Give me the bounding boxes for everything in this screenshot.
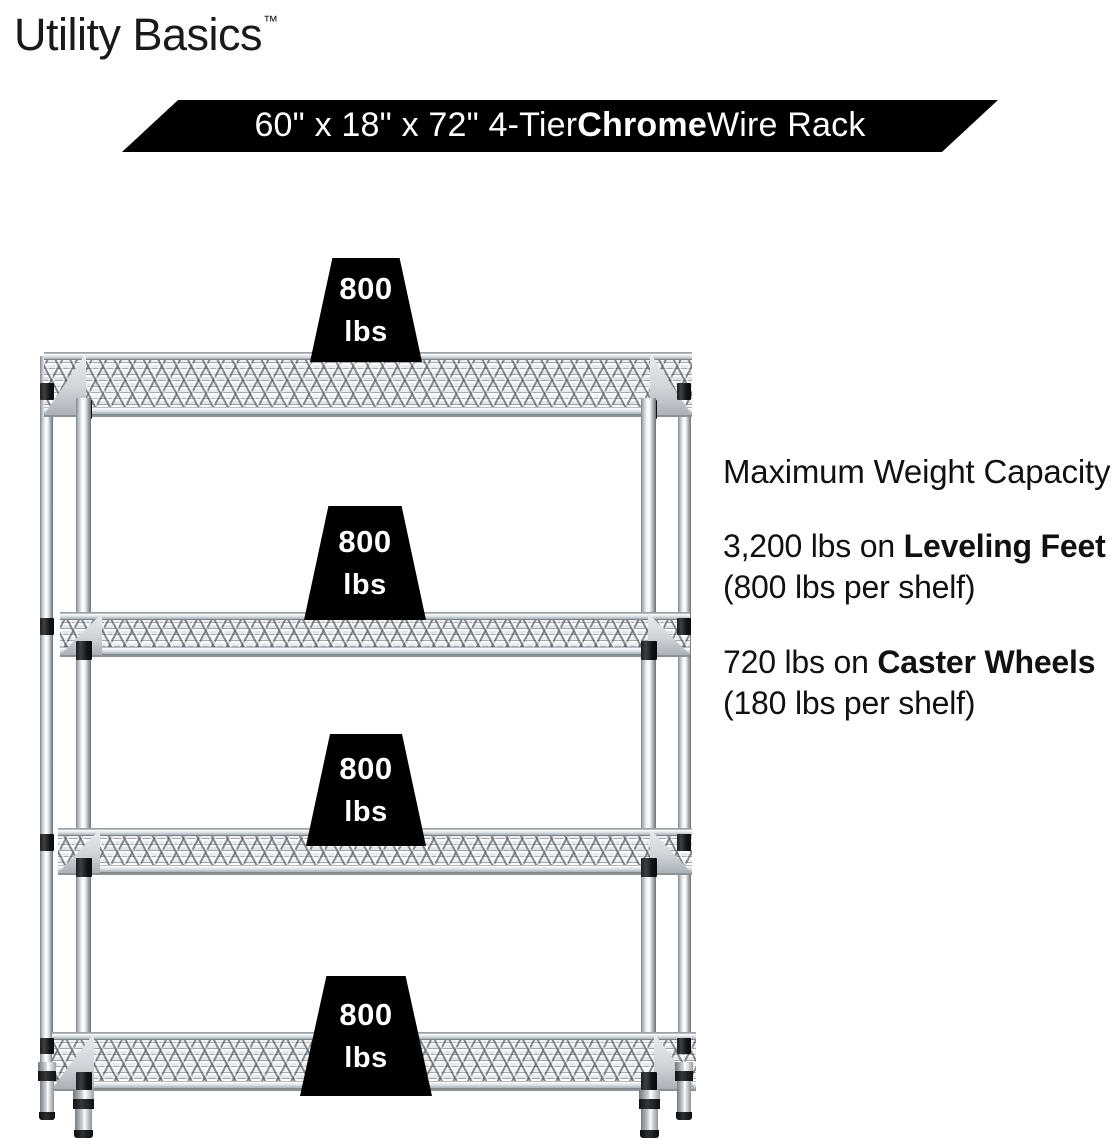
banner-prefix: 60" x 18" x 72" 4-Tier: [254, 106, 578, 144]
rack-post-back-right: [678, 356, 691, 1074]
leveling-foot-back-right: [675, 1062, 693, 1120]
post-collar: [76, 1072, 92, 1090]
spec-heading: Maximum Weight Capacity: [723, 453, 1111, 490]
foot-stem: [677, 1081, 691, 1113]
shelf-rail-bottom: [44, 407, 692, 415]
post-collar: [677, 1038, 691, 1054]
foot-cap: [675, 1062, 693, 1071]
callout-unit: lbs: [344, 796, 388, 828]
callout-value: 800: [339, 997, 393, 1032]
post-collar: [641, 641, 657, 660]
spec-line-1-post: (800 lbs per shelf): [723, 569, 976, 605]
callout-unit: lbs: [344, 316, 388, 348]
leveling-foot-front-left: [73, 1090, 94, 1138]
post-collar: [76, 858, 92, 877]
callout-value: 800: [339, 751, 393, 786]
post-collar: [40, 834, 54, 851]
spec-line-1-pre: 3,200 lbs on: [723, 528, 904, 564]
weight-callout-tier-3: 800 lbs: [306, 734, 426, 846]
banner-text: 60" x 18" x 72" 4-Tier Chrome Wire Rack: [122, 100, 998, 152]
foot-tip: [640, 1130, 659, 1138]
post-collar: [677, 618, 691, 635]
spec-line-caster-wheels: 720 lbs on Caster Wheels (180 lbs per sh…: [723, 642, 1120, 724]
foot-stem: [40, 1081, 54, 1113]
rack-post-front-left: [76, 398, 91, 1114]
rack-post-front-right: [641, 398, 656, 1114]
post-collar: [40, 1038, 54, 1054]
post-collar: [76, 641, 92, 660]
foot-stem: [641, 1109, 658, 1131]
shelf-rail-bottom: [60, 647, 690, 655]
spec-line-2-pre: 720 lbs on: [723, 644, 878, 680]
foot-band: [38, 1071, 56, 1081]
banner-highlight: Chrome: [577, 106, 707, 144]
foot-tip: [39, 1112, 55, 1120]
foot-cap: [38, 1062, 56, 1071]
spec-copy: Maximum Weight Capacity 3,200 lbs on Lev…: [723, 452, 1120, 724]
leveling-foot-back-left: [38, 1062, 56, 1120]
post-collar: [677, 383, 691, 400]
spec-line-1-strong: Leveling Feet: [903, 528, 1106, 564]
banner-shape: [122, 100, 998, 152]
callout-value: 800: [339, 271, 393, 306]
foot-band: [675, 1071, 693, 1081]
shelf-truss-pattern: [44, 353, 692, 415]
product-illustration: 800 lbs 800 lbs 800 lbs 800 lbs: [38, 258, 696, 1138]
spec-line-2-post: (180 lbs per shelf): [723, 685, 976, 721]
callout-value: 800: [338, 524, 392, 559]
weight-callout-tier-1: 800 lbs: [310, 258, 422, 362]
spec-line-leveling-feet: 3,200 lbs on Leveling Feet (800 lbs per …: [723, 526, 1120, 608]
foot-tip: [676, 1112, 692, 1120]
post-collar: [641, 858, 657, 877]
foot-cap: [73, 1090, 94, 1099]
weight-callout-tier-4: 800 lbs: [300, 976, 432, 1096]
brand-name: Utility Basics: [14, 9, 263, 60]
foot-stem: [75, 1109, 92, 1131]
foot-band: [73, 1099, 94, 1109]
post-collar: [677, 834, 691, 851]
post-collar: [641, 1072, 657, 1090]
foot-band: [639, 1099, 660, 1109]
foot-tip: [74, 1130, 93, 1138]
callout-unit: lbs: [343, 569, 387, 601]
title-banner: 60" x 18" x 72" 4-Tier Chrome Wire Rack: [122, 100, 998, 152]
post-collar: [40, 383, 54, 400]
brand-logo: Utility Basics™: [14, 4, 279, 61]
banner-suffix: Wire Rack: [706, 106, 866, 144]
callout-unit: lbs: [344, 1042, 388, 1074]
leveling-foot-front-right: [639, 1090, 660, 1138]
foot-cap: [639, 1090, 660, 1099]
weight-callout-tier-2: 800 lbs: [304, 506, 426, 620]
shelf-rail-bottom: [58, 865, 692, 873]
spec-line-2-strong: Caster Wheels: [877, 644, 1096, 680]
post-collar: [40, 618, 54, 635]
trademark-symbol: ™: [263, 13, 279, 30]
rack-post-back-left: [40, 356, 53, 1074]
